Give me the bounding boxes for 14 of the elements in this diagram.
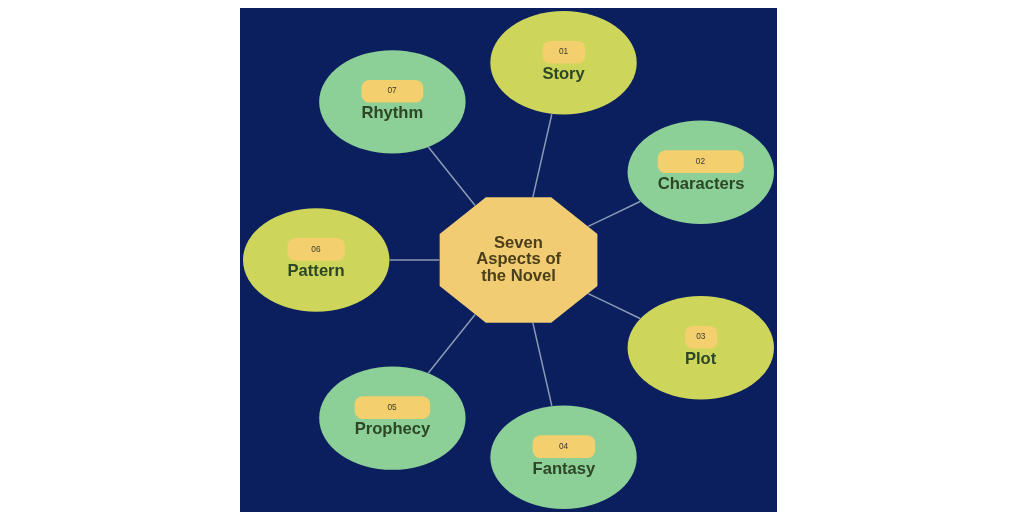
node-ellipse: 05 Prophecy: [318, 366, 466, 470]
connector: [388, 259, 440, 261]
connector: [427, 146, 476, 207]
node-ellipse: 01 Story: [489, 11, 637, 115]
connector: [531, 321, 553, 407]
connector: [531, 113, 553, 199]
node-ellipse: 04 Fantasy: [489, 405, 637, 509]
node-ellipse: 02 Characters: [627, 120, 774, 224]
node-ellipse: 03 Plot: [627, 296, 774, 400]
connector: [586, 292, 641, 320]
node-ellipse: 07 Rhythm: [318, 50, 466, 154]
connector: [427, 313, 476, 374]
connector: [586, 200, 641, 228]
node-ellipse: 06 Pattern: [242, 208, 389, 312]
